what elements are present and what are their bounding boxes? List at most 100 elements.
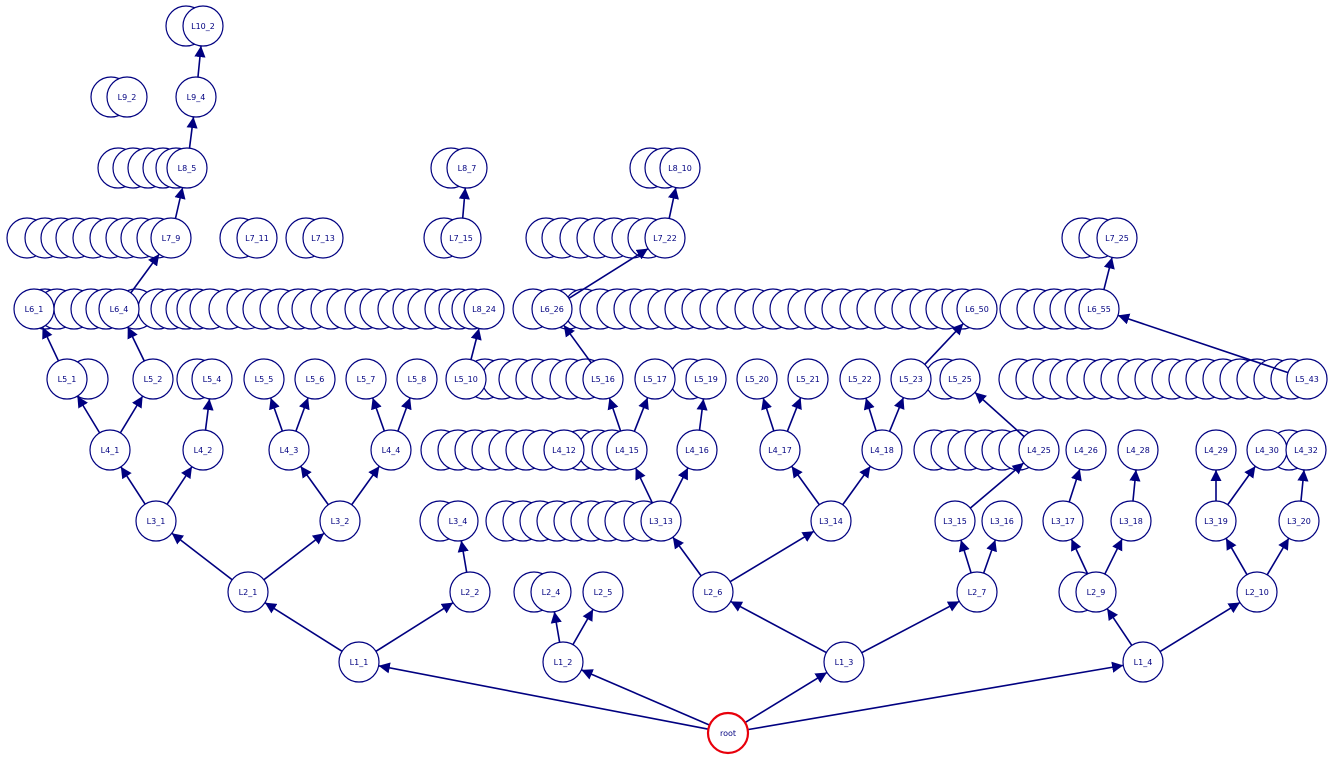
node-label: root <box>720 729 736 738</box>
node-circle <box>437 500 479 542</box>
node-label: L7_22 <box>653 234 677 243</box>
node-circle <box>1096 217 1138 259</box>
node-label: L4_2 <box>194 446 213 455</box>
node-L5_19: L5_19 <box>685 358 727 400</box>
node-circle <box>1195 429 1237 471</box>
node-circle <box>268 429 310 471</box>
edge-L4_2-to-L5_4 <box>202 398 214 431</box>
node-circle <box>175 76 217 118</box>
node-circle <box>810 500 852 542</box>
node-L6_55: L6_55 <box>1078 288 1120 330</box>
node-circle <box>634 358 676 400</box>
node-L4_1: L4_1 <box>89 429 131 471</box>
node-L8_10: L8_10 <box>659 147 701 189</box>
edge-L4_16-to-L5_19 <box>696 398 708 431</box>
node-label: L1_1 <box>350 658 369 667</box>
node-label: L7_13 <box>311 234 335 243</box>
edge-L5_43-to-L6_55 <box>1117 313 1289 374</box>
edge-L3_14-to-L4_18 <box>842 465 871 506</box>
node-L5_6: L5_6 <box>294 358 336 400</box>
node-label: L4_17 <box>768 446 792 455</box>
node-circle <box>582 571 624 613</box>
edge-L8_5-to-L9_4 <box>186 116 198 149</box>
node-label: L4_25 <box>1027 446 1051 455</box>
node-L5_4: L5_4 <box>191 358 233 400</box>
node-circle <box>182 429 224 471</box>
node-label: L3_20 <box>1287 517 1311 526</box>
node-L5_21: L5_21 <box>787 358 829 400</box>
node-label: L9_2 <box>118 93 137 102</box>
node-label: L4_12 <box>552 446 576 455</box>
node-L2_7: L2_7 <box>956 571 998 613</box>
edge-L2_6-to-L3_14 <box>729 530 815 583</box>
node-circle <box>1018 429 1060 471</box>
node-label: L3_16 <box>990 517 1014 526</box>
edge-L5_23-to-L6_50 <box>924 323 964 365</box>
node-label: L5_16 <box>591 375 615 384</box>
node-label: L4_4 <box>382 446 401 455</box>
node-circle <box>446 147 488 189</box>
edge-L4_18-to-L5_23 <box>888 397 905 432</box>
node-circle <box>644 217 686 259</box>
node-L5_2: L5_2 <box>132 358 174 400</box>
node-L2_5: L2_5 <box>582 571 624 613</box>
node-circle <box>692 571 734 613</box>
node-label: L5_19 <box>694 375 718 384</box>
node-label: L4_1 <box>101 446 120 455</box>
edge-root-to-L1_4 <box>747 661 1124 731</box>
node-circle <box>890 358 932 400</box>
node-L3_13: L3_13 <box>640 500 682 542</box>
node-circle <box>956 571 998 613</box>
node-circle <box>46 358 88 400</box>
node-L6_1: L6_1 <box>13 288 55 330</box>
node-label: L3_17 <box>1051 517 1075 526</box>
node-L5_25: L5_25 <box>939 358 981 400</box>
node-label: L7_15 <box>449 234 473 243</box>
edge-L3_1-to-L4_2 <box>166 466 193 505</box>
node-circle <box>106 76 148 118</box>
node-label: L4_16 <box>685 446 709 455</box>
node-L1_3: L1_3 <box>823 641 865 683</box>
edge-L7_15-to-L8_7 <box>458 187 470 219</box>
node-label: L2_10 <box>1245 588 1269 597</box>
node-label: L8_5 <box>178 164 197 173</box>
node-L4_2: L4_2 <box>182 429 224 471</box>
edge-L1_3-to-L2_7 <box>861 600 960 654</box>
node-circle <box>370 429 412 471</box>
node-circle <box>294 358 336 400</box>
node-circle <box>1122 641 1164 683</box>
node-circle <box>759 429 801 471</box>
node-circle <box>191 358 233 400</box>
node-L4_17: L4_17 <box>759 429 801 471</box>
node-label: L5_8 <box>408 375 427 384</box>
node-L3_20: L3_20 <box>1278 500 1320 542</box>
node-circle <box>939 358 981 400</box>
node-L1_1: L1_1 <box>338 641 380 683</box>
node-circle <box>1286 358 1328 400</box>
edge-L6_4-to-L7_9 <box>130 253 160 294</box>
node-circle <box>182 5 224 47</box>
node-L8_5: L8_5 <box>166 147 208 189</box>
node-label: L10_2 <box>191 22 215 31</box>
node-label: L1_4 <box>1134 658 1153 667</box>
node-label: L1_3 <box>835 658 854 667</box>
node-label: L7_9 <box>162 234 181 243</box>
edge-L6_26-to-L7_22 <box>568 247 649 300</box>
node-L6_4: L6_4 <box>98 288 140 330</box>
node-circle <box>1065 429 1107 471</box>
node-label: L8_7 <box>458 164 477 173</box>
edge-L5_16-to-L6_26 <box>563 324 592 364</box>
node-L2_6: L2_6 <box>692 571 734 613</box>
edge-L1_3-to-L2_6 <box>730 600 827 654</box>
node-circle <box>530 571 572 613</box>
node-L8_24: L8_24 <box>463 288 505 330</box>
node-L3_18: L3_18 <box>1110 500 1152 542</box>
edge-L2_1-to-L3_1 <box>171 532 233 581</box>
node-label: L3_1 <box>147 517 166 526</box>
node-circle <box>839 358 881 400</box>
node-circle <box>582 358 624 400</box>
node-circle <box>1042 500 1084 542</box>
node-circle <box>531 288 573 330</box>
node-circle <box>135 500 177 542</box>
